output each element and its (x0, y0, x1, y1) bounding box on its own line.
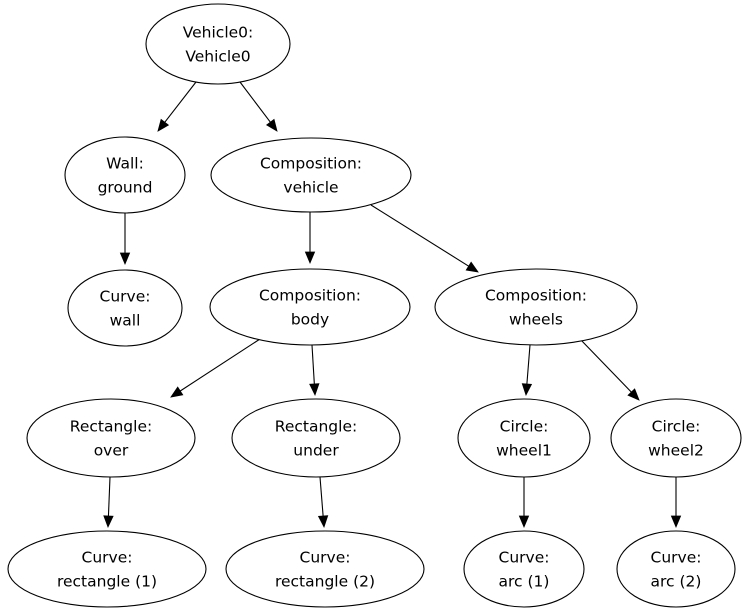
edge-arrowhead-icon (170, 386, 184, 398)
edge-line (319, 476, 324, 517)
nodes-layer: Vehicle0:Vehicle0Wall:groundComposition:… (7, 3, 742, 608)
node-label-type: Circle: (500, 418, 549, 436)
edges-layer (103, 81, 682, 529)
node-label-name: arc (1) (499, 573, 550, 591)
graph-node-rect1[interactable]: Curve: rectangle (1) (7, 530, 207, 608)
graph-node-wall[interactable]: Wall: ground (64, 136, 186, 214)
edge-line (579, 338, 632, 393)
edge-body-to-over (170, 338, 261, 398)
edge-vehicle0-to-vehicle (239, 81, 278, 132)
edge-line (107, 476, 111, 517)
edge-arrowhead-icon (309, 383, 320, 397)
node-label-name: rectangle (2) (275, 573, 375, 591)
node-label-name: wheel1 (496, 442, 552, 460)
edge-under-to-rect2 (317, 476, 329, 529)
edge-arrowhead-icon (317, 515, 329, 529)
node-ellipse (67, 269, 183, 347)
node-label-type: Circle: (652, 418, 701, 436)
edge-wheels-to-wheel1 (521, 344, 533, 397)
edge-wall-to-curvewall (119, 213, 131, 266)
node-ellipse (7, 530, 207, 608)
node-ellipse (434, 268, 638, 346)
edge-arrowhead-icon (119, 252, 131, 266)
edge-arrowhead-icon (465, 261, 479, 273)
node-label-type: Curve: (499, 549, 550, 567)
node-ellipse (463, 530, 585, 608)
graph-node-arc1[interactable]: Curve: arc (1) (463, 530, 585, 608)
node-ellipse (610, 398, 742, 478)
node-label-name: over (94, 442, 129, 460)
node-ellipse (616, 530, 736, 608)
edge-line (179, 338, 261, 392)
edge-arrowhead-icon (670, 515, 682, 529)
node-label-type: Composition: (259, 287, 361, 305)
edge-line (526, 344, 531, 385)
edge-arrowhead-icon (521, 383, 533, 397)
edge-arrowhead-icon (265, 118, 278, 132)
edge-arrowhead-icon (304, 251, 316, 265)
node-ellipse (64, 136, 186, 214)
node-ellipse (457, 398, 591, 478)
graph-node-arc2[interactable]: Curve: arc (2) (616, 530, 736, 608)
edge-wheel2-to-arc2 (670, 477, 682, 529)
graph-node-vehicle[interactable]: Composition: vehicle (210, 137, 412, 213)
edge-arrowhead-icon (518, 515, 530, 529)
node-label-name: Vehicle0 (185, 48, 250, 66)
edge-line (311, 344, 315, 385)
node-label-name: wheel2 (648, 442, 704, 460)
graph-node-over[interactable]: Rectangle: over (26, 398, 196, 478)
node-ellipse (26, 398, 196, 478)
node-label-name: ground (98, 179, 153, 197)
node-label-type: Vehicle0: (183, 24, 254, 42)
graph-node-wheel2[interactable]: Circle: wheel2 (610, 398, 742, 478)
node-ellipse (209, 268, 411, 346)
node-label-name: arc (2) (651, 573, 702, 591)
edge-vehicle0-to-wall (157, 81, 197, 132)
node-label-type: Curve: (300, 549, 351, 567)
edge-wheels-to-wheel2 (579, 338, 640, 401)
node-label-type: Composition: (485, 287, 587, 305)
node-label-name: wall (110, 312, 141, 330)
node-ellipse (145, 3, 291, 85)
node-label-name: rectangle (1) (57, 573, 157, 591)
edge-arrowhead-icon (627, 388, 640, 401)
edge-line (370, 204, 469, 267)
graph-node-wheels[interactable]: Composition: wheels (434, 268, 638, 346)
node-label-type: Rectangle: (70, 418, 152, 436)
graph-node-curvewall[interactable]: Curve: wall (67, 269, 183, 347)
graph-node-rect2[interactable]: Curve: rectangle (2) (225, 530, 425, 608)
node-ellipse (225, 530, 425, 608)
graph-node-under[interactable]: Rectangle: under (231, 398, 401, 478)
node-label-type: Rectangle: (275, 418, 357, 436)
edge-line (239, 81, 271, 123)
edge-body-to-under (309, 344, 320, 397)
edge-arrowhead-icon (103, 515, 114, 529)
graph-node-wheel1[interactable]: Circle: wheel1 (457, 398, 591, 478)
node-label-type: Wall: (106, 155, 144, 173)
edge-over-to-rect1 (103, 476, 114, 529)
node-label-type: Curve: (100, 288, 151, 306)
edge-wheel1-to-arc1 (518, 477, 530, 529)
node-label-type: Composition: (260, 155, 362, 173)
edge-vehicle-to-body (304, 212, 316, 265)
node-label-type: Curve: (82, 549, 133, 567)
node-label-name: wheels (509, 311, 563, 329)
edge-arrowhead-icon (157, 118, 170, 132)
node-label-name: vehicle (283, 179, 338, 197)
node-ellipse (210, 137, 412, 213)
node-label-type: Curve: (651, 549, 702, 567)
node-ellipse (231, 398, 401, 478)
node-label-name: body (291, 311, 329, 329)
node-label-name: under (293, 442, 339, 460)
edge-line (164, 81, 197, 123)
graph-node-vehicle0[interactable]: Vehicle0: Vehicle0 (145, 3, 291, 85)
graph-node-body[interactable]: Composition: body (209, 268, 411, 346)
edge-vehicle-to-wheels (370, 204, 479, 273)
